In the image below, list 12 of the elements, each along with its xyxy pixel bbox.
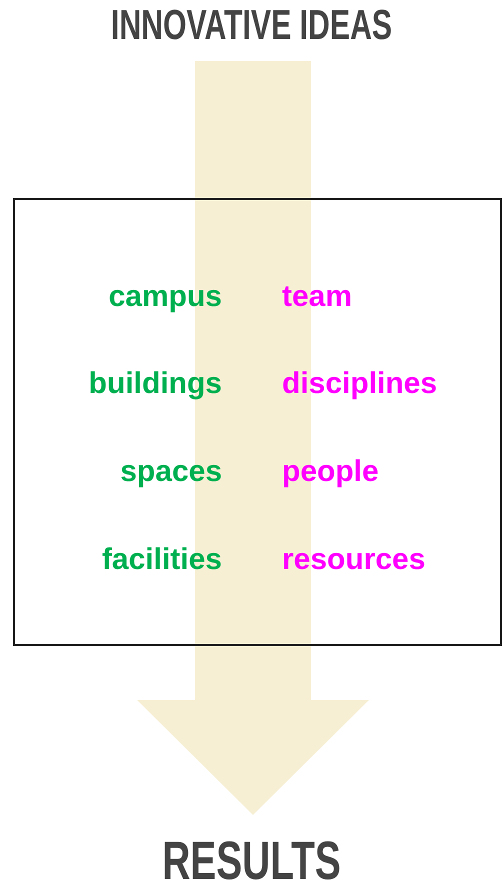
word-label: resources <box>282 542 426 578</box>
word-label: campus <box>108 279 222 315</box>
word-label: facilities <box>102 542 222 578</box>
word-label: people <box>282 454 379 490</box>
word-label: disciplines <box>282 366 438 402</box>
frame-box <box>13 198 502 646</box>
word-label: buildings <box>88 366 222 402</box>
heading-text: INNOVATIVE IDEAS <box>110 3 394 48</box>
word-label: team <box>282 279 352 315</box>
flow-arrow <box>137 646 369 815</box>
heading-text: RESULTS <box>161 833 342 890</box>
word-label: spaces <box>120 454 222 490</box>
